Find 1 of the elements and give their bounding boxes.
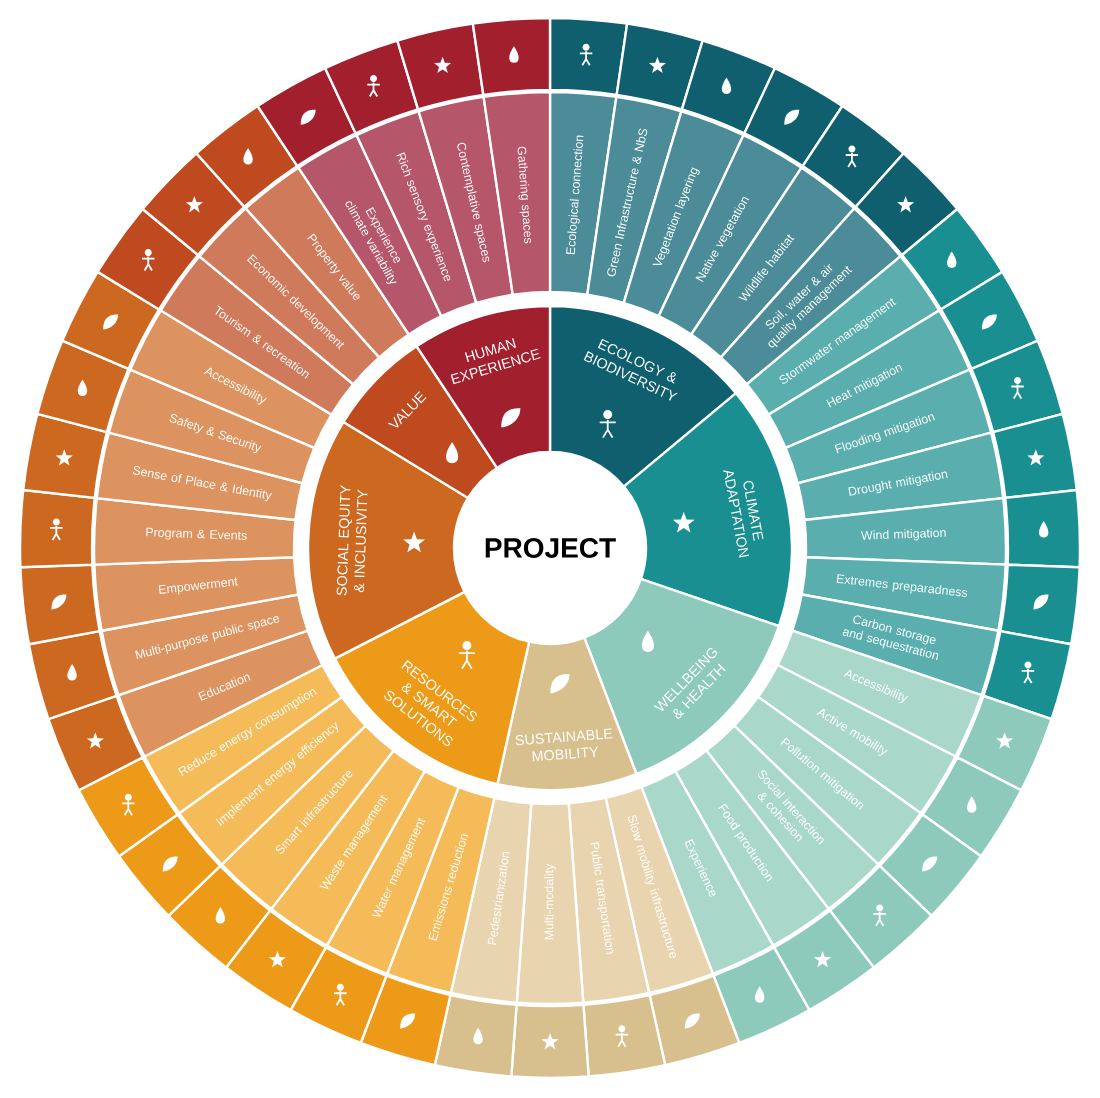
center-label: PROJECT [485, 538, 616, 558]
